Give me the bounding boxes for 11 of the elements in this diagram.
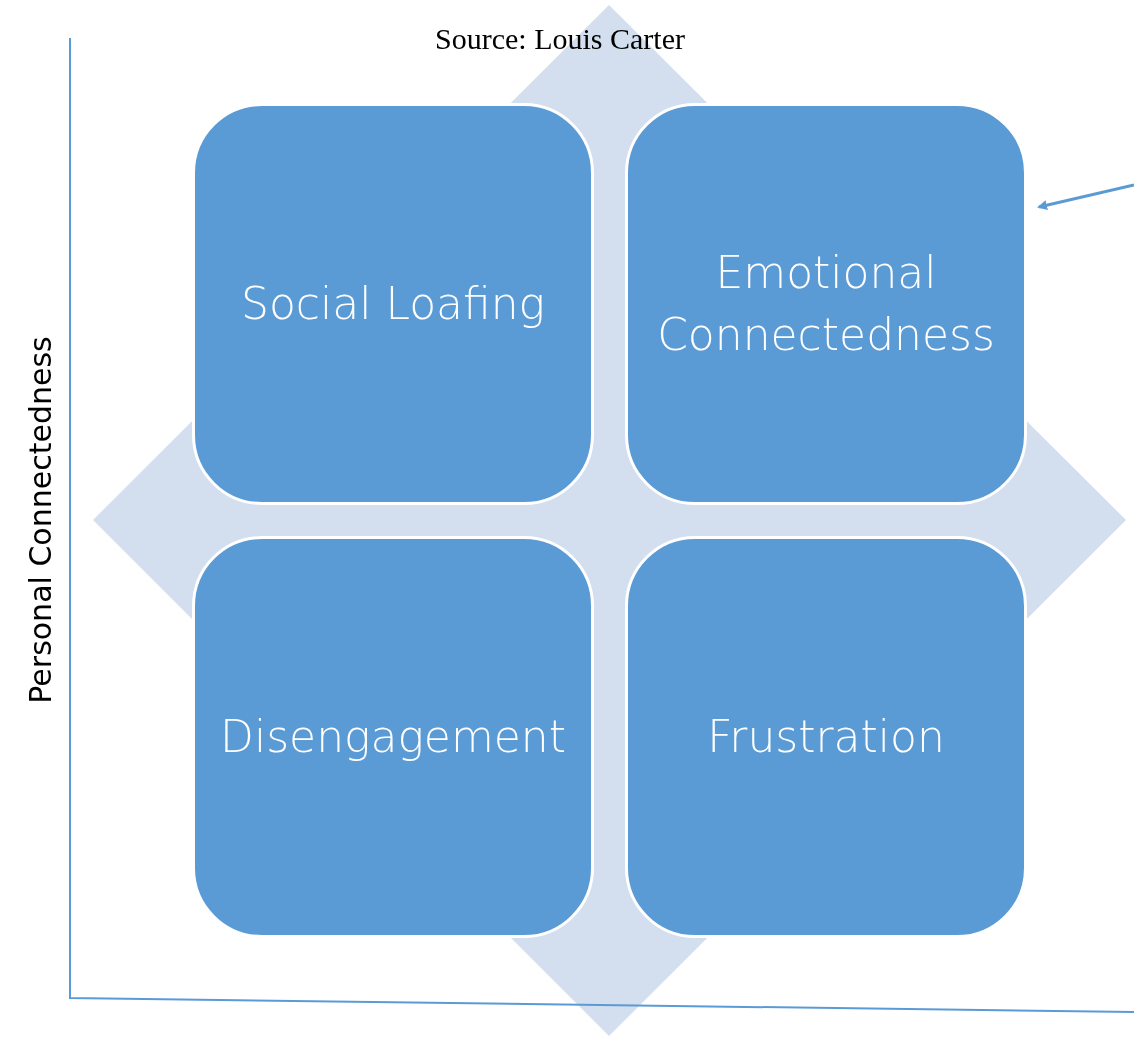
quadrant-box — [192, 103, 594, 505]
quadrant-label: Social Loafing — [240, 277, 546, 332]
quadrant-label: Disengagement — [220, 710, 566, 765]
quadrant-box — [192, 536, 594, 938]
arrow — [1037, 183, 1134, 211]
source-note: Source: Louis Carter — [434, 22, 686, 56]
quadrant-box — [625, 103, 1027, 505]
quadrant-label: Frustration — [707, 710, 945, 765]
quadrant-label: Emotional Connectedness — [656, 246, 996, 362]
quadrant-box — [625, 536, 1027, 938]
axis-label: Personal Connectedness — [22, 336, 58, 704]
